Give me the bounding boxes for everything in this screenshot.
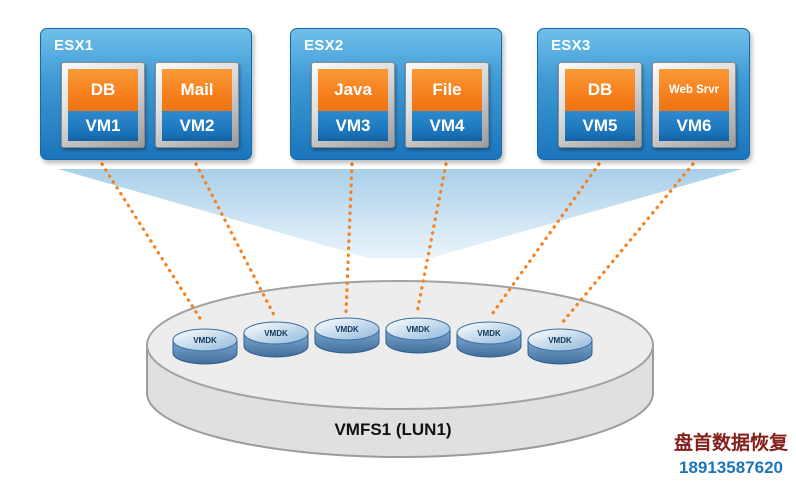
watermark-phone: 18913587620 [678, 457, 783, 477]
esx-host-2: ESX2 Java VM3 File VM4 [290, 28, 502, 160]
vm4-to-vmdk-line [415, 162, 448, 315]
vm-box-vm3: Java VM3 [311, 62, 395, 148]
vmdk-disk-6: VMDK [527, 328, 593, 365]
vmdk-disk-1: VMDK [172, 328, 238, 365]
vmdk-disk-4: VMDK [385, 317, 451, 354]
vm-name-label: VM5 [565, 111, 635, 141]
vm-name-label: VM2 [162, 111, 232, 141]
esx-host-label: ESX2 [304, 37, 344, 54]
vm-name-label: VM6 [659, 111, 729, 141]
vm-app-label: Mail [162, 69, 232, 111]
vm-app-label: Web Srvr [659, 69, 729, 111]
vm-app-label: DB [565, 69, 635, 111]
vm6-to-vmdk-line [560, 162, 695, 325]
vmfs-lun-label: VMFS1 (LUN1) [334, 420, 452, 439]
vmdk-disk-2: VMDK [243, 321, 309, 358]
esx-host-label: ESX3 [551, 37, 591, 54]
vm-name-label: VM4 [412, 111, 482, 141]
vm-box-vm6: Web Srvr VM6 [652, 62, 736, 148]
vm-app-label: File [412, 69, 482, 111]
esx-host-3: ESX3 DB VM5 Web Srvr VM6 [537, 28, 750, 160]
esx-host-label: ESX1 [54, 37, 94, 54]
vmdk-disk-5: VMDK [456, 321, 522, 358]
vm-box-vm4: File VM4 [405, 62, 489, 148]
vm-box-vm5: DB VM5 [558, 62, 642, 148]
funnel-shape [58, 169, 742, 258]
esx-host-1: ESX1 DB VM1 Mail VM2 [40, 28, 252, 160]
watermark: 盘首数据恢复 18913587620 [674, 432, 788, 479]
vm-name-label: VM1 [68, 111, 138, 141]
watermark-name: 盘首数据恢复 [673, 433, 788, 455]
vm-app-label: Java [318, 69, 388, 111]
vmdk-label: VMDK [406, 325, 430, 334]
vmdk-label: VMDK [264, 329, 288, 338]
vmdk-label: VMDK [548, 336, 572, 345]
vmdk-label: VMDK [335, 325, 359, 334]
vmdk-label: VMDK [477, 329, 501, 338]
vmdk-label: VMDK [193, 336, 217, 345]
vmdk-disk-3: VMDK [314, 317, 380, 354]
vm-app-label: DB [68, 69, 138, 111]
vm-box-vm2: Mail VM2 [155, 62, 239, 148]
vm-name-label: VM3 [318, 111, 388, 141]
vm-box-vm1: DB VM1 [61, 62, 145, 148]
vm2-to-vmdk-line [194, 162, 277, 319]
